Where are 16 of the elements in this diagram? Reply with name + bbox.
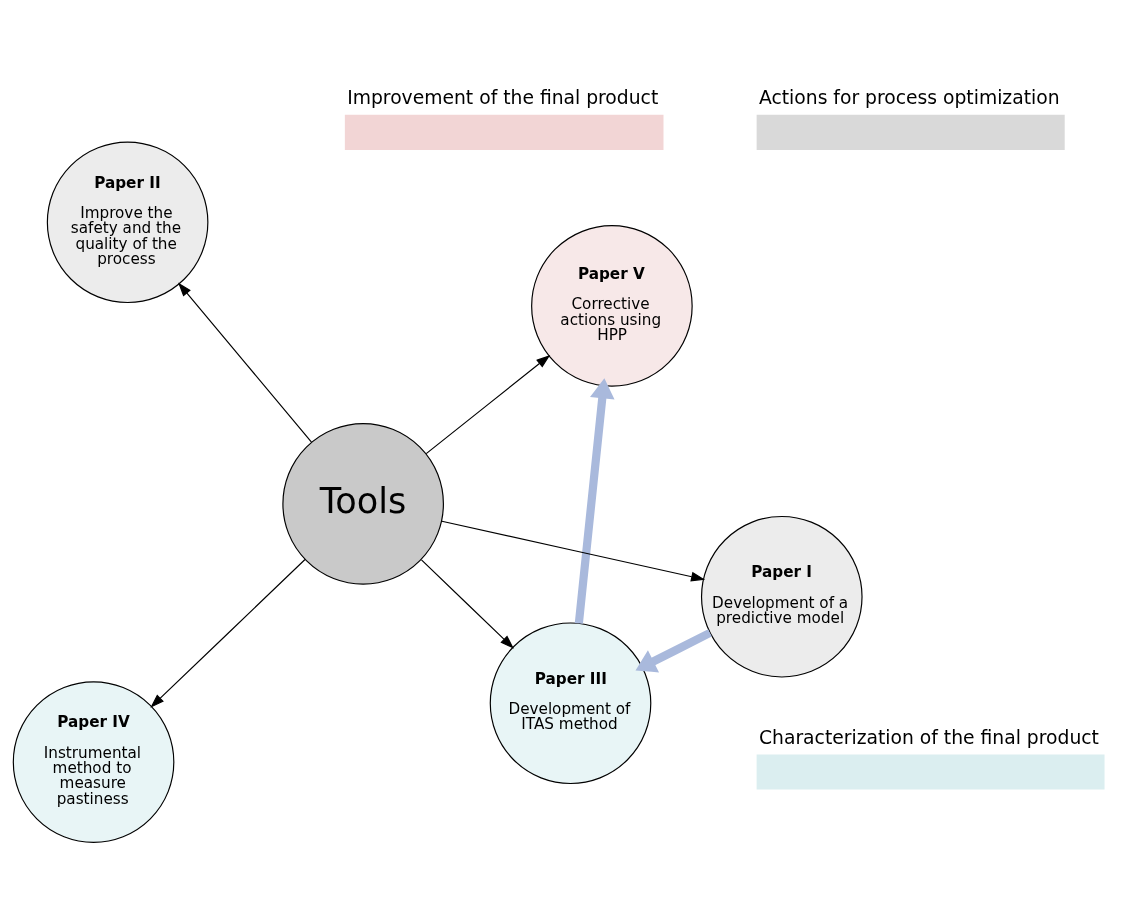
arrow [150, 558, 306, 708]
arrow [441, 520, 706, 582]
legend-label: Characterization of the final product [758, 726, 1099, 748]
arrow [178, 282, 313, 443]
arrow [425, 354, 551, 455]
node-circle: Paper II Improve the safety and the quality of the process [46, 141, 209, 304]
arrow [574, 378, 615, 624]
node-circle: Paper IV Instrumental method to measure pastiness [12, 681, 175, 843]
node-circle: Tools [282, 423, 444, 585]
node-circle: Paper V Corrective actions using HPP [531, 225, 693, 387]
legend-label: Improvement of the final product [347, 87, 659, 109]
node-circle: Paper I Development of a predictive model [700, 515, 863, 678]
arrow [635, 629, 712, 673]
arrow [420, 559, 514, 649]
node-circle: Paper III Development of ITAS method [489, 622, 652, 785]
legend-label: Actions for process optimization [758, 87, 1060, 109]
